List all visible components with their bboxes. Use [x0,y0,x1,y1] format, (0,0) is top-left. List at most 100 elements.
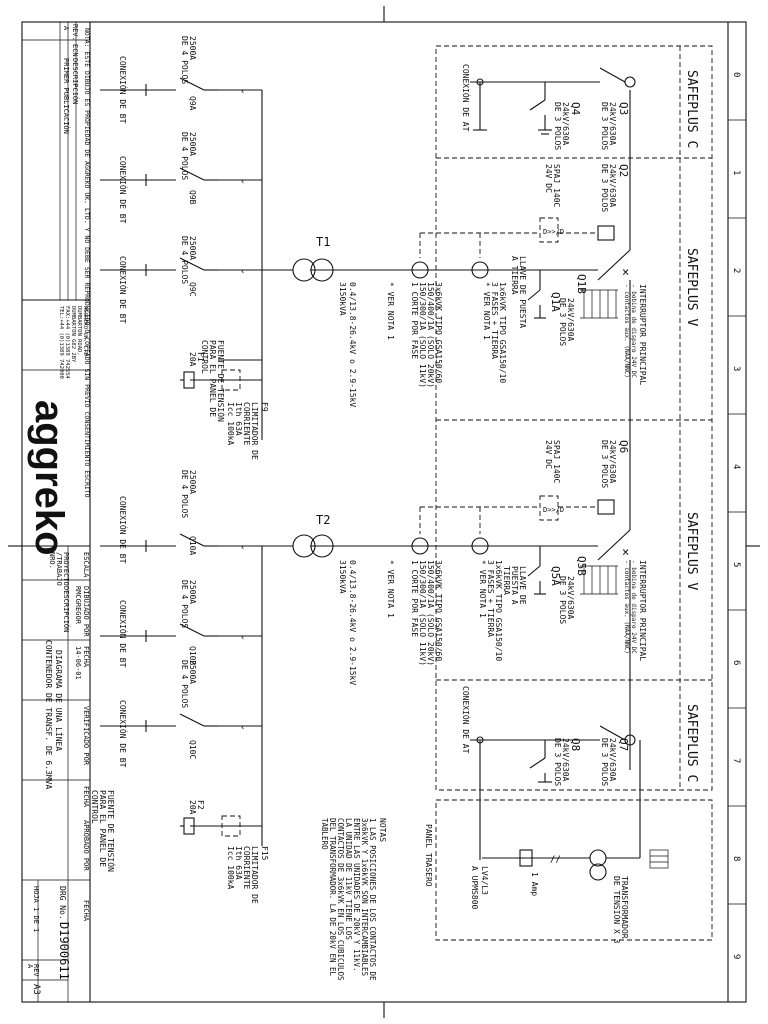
fuente-lower: FUENTE DE TENSIÓN [106,790,117,872]
svg-text:DEL TRANSFORMADOR. LA DE 20kV: DEL TRANSFORMADOR. LA DE 20kV EN EL [328,818,337,977]
escala-label: ESCALA [82,552,90,578]
q9c-label: Q9C [188,282,197,297]
svg-text:‹: ‹ [240,177,245,187]
conexion-bt-9c: CONEXIÓN DE BT [118,256,129,324]
lv-label: LV4/L3 [480,866,489,895]
rev2-label: REV [32,964,40,977]
svg-text:- contactos aux. (NAA/NNC): - contactos aux. (NAA/NNC) [623,560,630,654]
q1b-label: Q1B [575,274,588,294]
svg-text:- bobina de disparo 24V DC: - bobina de disparo 24V DC [630,284,637,378]
svg-text:1 CORTE POR FASE: 1 CORTE POR FASE [410,282,419,359]
fecha2-label: FECHA [82,786,90,808]
svg-text:Icc 100kA: Icc 100kA [226,846,235,890]
ownership-warning: NOTA: ESTE DIBUJO ES PROPIEDAD DE AGGREK… [83,28,91,498]
svg-text:LIMITADOR DE: LIMITADOR DE [250,402,259,460]
fecha3-label: FECHA [82,900,90,922]
svg-text:DE 4 POLOS: DE 4 POLOS [180,236,189,284]
tipo1-upper: 3x6kVK TIPO GSA150/60 [434,282,443,383]
conexion-bt-9a: CONEXIÓN DE BT [118,56,129,124]
svg-text:* VER NOTA 1: * VER NOTA 1 [386,282,395,340]
svg-text:‹: ‹ [240,723,245,733]
conexion-bt-9b: CONEXIÓN DE BT [118,156,129,224]
rev-value: A [62,26,70,31]
svg-text:CONTROL: CONTROL [90,790,99,824]
svg-text:CONTROL: CONTROL [200,340,209,374]
conexion-at-upper: CONEXIÓN DE AT [461,64,472,132]
tipo2-upper: 1x6kVK TIPO GSA150/10 [498,282,507,383]
svg-text:NRO.: NRO. [48,552,56,569]
svg-text:150/300/1A (SOLO 11kV): 150/300/1A (SOLO 11kV) [418,282,427,388]
ecn-label: ECN [71,44,79,57]
q10c-rating: 2500A [188,660,197,684]
tipo1-lower: 3x6kVK TIPO GSA150/60 [434,560,443,661]
svg-text:‹: ‹ [240,87,245,97]
svg-text:3150kVA: 3150kVA [338,560,347,594]
t2-spec: 0.4/13.8-26.4kV o 2.9-15kV [348,560,357,685]
q10a-rating: 2500A [188,470,197,494]
ruler-1: 1 [731,170,741,175]
svg-text:DE 4 POLOS: DE 4 POLOS [180,36,189,84]
aggreko-logo: aggreko [27,400,71,556]
q9a-label: Q9A [188,96,197,111]
svg-text:- bobina de disparo 24V DC: - bobina de disparo 24V DC [630,560,637,654]
svg-text:24V DC: 24V DC [544,164,553,193]
drg-number: D1900611 [57,922,71,980]
svg-text:1 LAS POSICIONES DE LOS CONTAC: 1 LAS POSICIONES DE LOS CONTACTOS DE [368,818,377,981]
conexion-bt-10b: CONEXIÓN DE BT [118,600,129,668]
desc-value: PRIMER PUBLICACIÓN [62,58,71,134]
f15-label: F15 [260,846,269,861]
q8-label: Q8 [569,738,582,751]
svg-text:×: × [622,265,629,279]
q6-label: Q6 [617,440,630,453]
svg-text:CORRIENTE: CORRIENTE [242,402,251,446]
svg-text:A TIERRA: A TIERRA [510,256,519,295]
llave-upper: LLAVE DE PUESTA [518,256,527,328]
aux-contacts-lower [580,565,618,595]
ct-1x6kvk-upper [471,261,489,279]
f9-limiter [221,369,241,391]
q3-label: Q3 [617,102,630,115]
ruler-7: 7 [731,758,741,763]
drawing-title-2: CONTENEDOR DE TRANSF. DE 6.3MVA [44,640,53,789]
svg-text:‹: ‹ [240,543,245,553]
svg-text:LIMITADOR DE: LIMITADOR DE [250,846,259,904]
t2-label: T2 [316,513,330,527]
svg-text:×: × [622,545,629,559]
svg-text:A UPMS800: A UPMS800 [470,866,479,910]
relay-box-lower [539,495,559,521]
svg-text:DUMBARTON ROAD,: DUMBARTON ROAD, [76,306,82,356]
svg-text:TIERRA: TIERRA [502,566,511,595]
verificado-label: VERIFICADO POR [82,706,90,766]
panel-label-safeplus-v-lower: SAFEPLUS V [684,512,699,590]
q9b-label: Q9B [188,190,197,205]
svg-text:FAX:+44 (0)1389 742554: FAX:+44 (0)1389 742554 [64,306,70,380]
ct-3x6kvk-upper [411,261,429,279]
svg-text:* VER NOTA 1: * VER NOTA 1 [478,560,487,618]
q7-label: Q7 [617,738,630,751]
svg-text:D>>/D: D>>/D [543,506,564,514]
notes-title: NOTAS [378,818,387,842]
svg-text:TABLERO: TABLERO [320,818,329,850]
svg-text:20A: 20A [188,352,197,367]
notes-block: NOTAS 1 LAS POSICIONES DE LOS CONTACTOS … [320,818,387,981]
svg-text:Icc 100kA: Icc 100kA [226,402,235,446]
svg-text:150/300/1A (SOLO 11kV): 150/300/1A (SOLO 11kV) [418,560,427,666]
svg-text:CONTACTOS DE 3x6kVK EN LOS CUB: CONTACTOS DE 3x6kVK EN LOS CUBICULOS [336,818,345,981]
svg-text:3 FASES + TIERRA: 3 FASES + TIERRA [490,282,499,359]
f15-limiter [221,815,241,837]
panel-label-safeplus-c-bottom: SAFEPLUS C [684,704,699,782]
svg-text:DE 3 POLOS: DE 3 POLOS [600,738,609,786]
q10a-label: Q10A [188,536,197,555]
svg-text:24kV/630A: 24kV/630A [608,738,617,782]
svg-text:24kV/630A: 24kV/630A [566,576,575,620]
llave-lower: LLAVE DE [518,566,527,605]
svg-text:* VER NOTA 1: * VER NOTA 1 [482,282,491,340]
rear-panel-box [435,799,713,941]
aprobado-label: APROBADO POR [82,820,90,871]
q9a-rating: 2500A [188,36,197,60]
svg-text:PUESTA A: PUESTA A [510,566,519,605]
q5b-label: Q5B [575,556,588,576]
svg-text:CORRIENTE: CORRIENTE [242,846,251,890]
svg-text:DE 3 POLOS: DE 3 POLOS [600,440,609,488]
svg-text:DUMBARTON G82 2BY: DUMBARTON G82 2BY [70,306,76,363]
